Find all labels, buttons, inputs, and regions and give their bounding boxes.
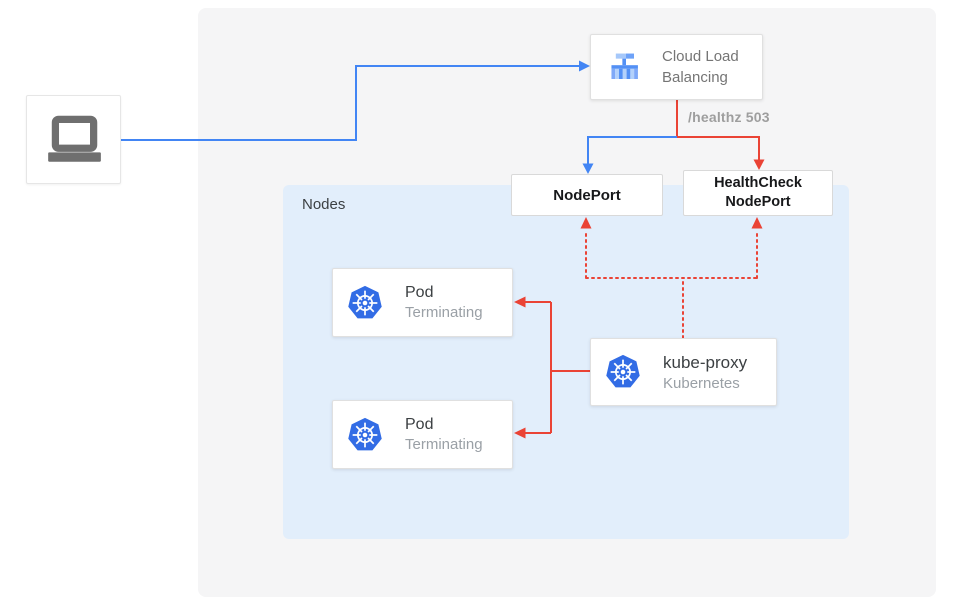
cloud-load-balancing-node: Cloud Load Balancing	[590, 34, 763, 100]
client-node	[26, 95, 121, 184]
nodeport-node: NodePort	[511, 174, 663, 216]
kube-proxy-subtitle: Kubernetes	[663, 374, 740, 392]
kube-proxy-title: kube-proxy	[663, 352, 748, 372]
pod-title: Pod	[405, 284, 434, 301]
healthcheck-nodeport-node: HealthCheck NodePort	[683, 170, 833, 216]
pod-status: Terminating	[405, 304, 483, 321]
nodeport-label: NodePort	[553, 186, 621, 204]
kube-proxy-node: kube-proxy Kubernetes	[590, 338, 777, 406]
kubernetes-icon	[606, 354, 640, 388]
pod-node-2: Pod Terminating	[332, 400, 513, 469]
kubernetes-icon	[348, 285, 382, 318]
pod-status: Terminating	[405, 436, 483, 453]
healthz-status-label: /healthz 503	[688, 109, 770, 125]
nodes-group-label: Nodes	[302, 196, 346, 213]
pod-node-1: Pod Terminating	[332, 268, 513, 337]
cloud-load-balancing-icon	[611, 53, 638, 79]
healthcheck-nodeport-label-line2: NodePort	[725, 194, 791, 210]
healthcheck-nodeport-label-line1: HealthCheck	[714, 175, 802, 191]
kubernetes-icon	[348, 417, 382, 450]
cloud-load-balancing-label: Cloud Load Balancing	[662, 48, 739, 86]
laptop-icon	[47, 115, 101, 162]
pod-title: Pod	[405, 416, 434, 433]
